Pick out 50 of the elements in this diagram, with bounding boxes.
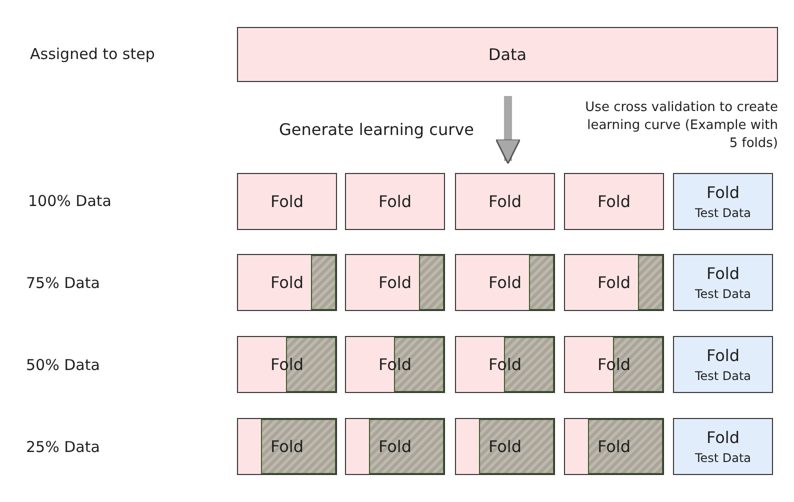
- box-title: Fold: [270, 273, 304, 292]
- data-bar: [237, 27, 778, 82]
- fold-box: [455, 418, 555, 475]
- fold-box: [455, 336, 555, 393]
- fold-box: [237, 254, 337, 311]
- row-label: 25% Data: [26, 438, 100, 456]
- test-fold-box: [673, 336, 773, 393]
- box-title: Fold: [378, 273, 412, 292]
- box-title: Fold: [597, 437, 631, 456]
- fold-box: [564, 173, 664, 230]
- edge-label: Generate learning curve: [279, 120, 474, 139]
- fold-box: [237, 418, 337, 475]
- fold-box: [564, 336, 664, 393]
- box-subtitle: Test Data: [694, 369, 752, 383]
- test-fold-box: [673, 418, 773, 475]
- fold-box: [345, 418, 445, 475]
- note-text: Use cross validation to create learning curve (Example with 5 folds): [584, 99, 778, 153]
- box-title: Fold: [378, 192, 412, 211]
- row-label: 50% Data: [26, 356, 100, 374]
- box-title: Fold: [488, 192, 522, 211]
- box-title: Fold: [597, 273, 631, 292]
- down-arrow: [495, 96, 521, 164]
- step-label: Assigned to step: [30, 45, 155, 63]
- fold-box: [455, 173, 555, 230]
- row-label: 100% Data: [28, 192, 112, 210]
- box-title: Fold: [488, 273, 522, 292]
- box-title: Fold: [706, 428, 740, 447]
- box-subtitle: Test Data: [694, 451, 752, 465]
- fold-box: [345, 254, 445, 311]
- box-title: Fold: [597, 192, 631, 211]
- box-subtitle: Test Data: [694, 287, 752, 301]
- box-title: Fold: [706, 183, 740, 202]
- test-fold-box: [673, 254, 773, 311]
- fold-box: [345, 173, 445, 230]
- box-title: Fold: [706, 346, 740, 365]
- fold-box: [237, 336, 337, 393]
- fold-box: [455, 254, 555, 311]
- fold-box: [564, 418, 664, 475]
- box-title: Fold: [270, 192, 304, 211]
- box-title: Data: [488, 45, 527, 64]
- fold-box: [564, 254, 664, 311]
- box-subtitle: Test Data: [694, 206, 752, 220]
- test-fold-box: [673, 173, 773, 230]
- fold-box: [345, 336, 445, 393]
- box-title: Fold: [488, 437, 522, 456]
- fold-box: [237, 173, 337, 230]
- box-title: Fold: [378, 437, 412, 456]
- box-title: Fold: [706, 264, 740, 283]
- box-title: Fold: [270, 437, 304, 456]
- row-label: 75% Data: [26, 274, 100, 292]
